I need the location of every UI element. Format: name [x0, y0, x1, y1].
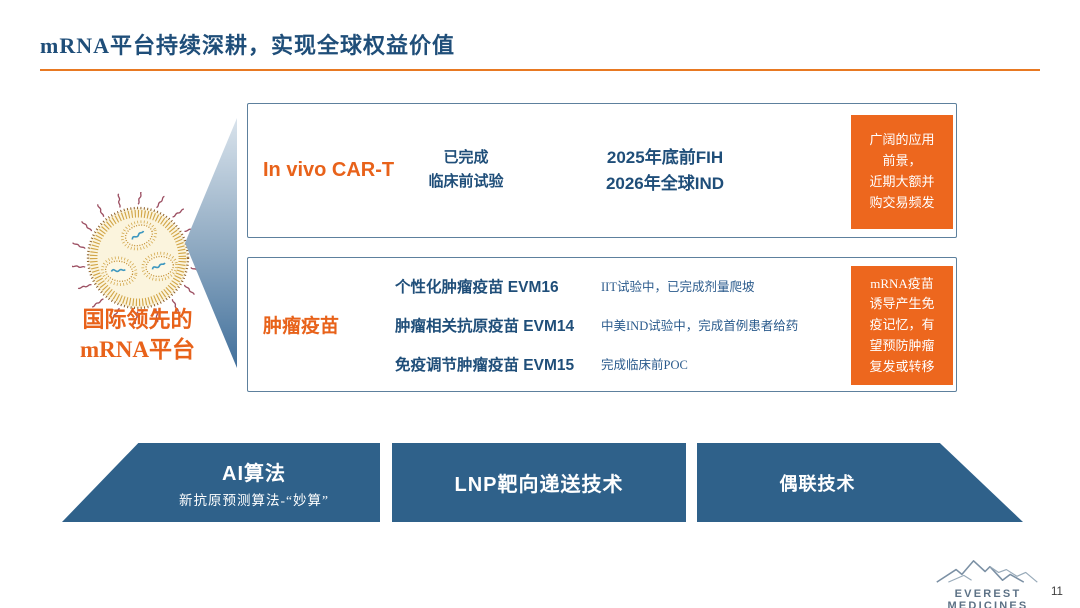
- vaccine-row-list: 个性化肿瘤疫苗 EVM16 IIT试验中，已完成剂量爬坡 肿瘤相关抗原疫苗 EV…: [395, 258, 845, 391]
- technology-banner: AI算法 新抗原预测算法-“妙算” LNP靶向递送技术 偶联技术: [0, 443, 1080, 522]
- tech-segment-lnp: LNP靶向递送技术: [392, 443, 686, 522]
- vaccine-status: IIT试验中，已完成剂量爬坡: [601, 280, 755, 294]
- tech-segment-ai: AI算法 新抗原预测算法-“妙算”: [62, 443, 380, 522]
- cart-panel-label: In vivo CAR-T: [263, 159, 395, 181]
- page-title: mRNA平台持续深耕，实现全球权益价值: [40, 28, 1040, 71]
- vaccine-panel: 肿瘤疫苗 个性化肿瘤疫苗 EVM16 IIT试验中，已完成剂量爬坡 肿瘤相关抗原…: [247, 257, 957, 392]
- platform-label-line1: 国际领先的: [82, 307, 193, 332]
- vaccine-panel-label: 肿瘤疫苗: [263, 316, 340, 337]
- vaccine-name: 个性化肿瘤疫苗 EVM16: [395, 278, 559, 296]
- tech-segment-conjugate: 偶联技术: [697, 443, 1023, 522]
- vaccine-name: 肿瘤相关抗原疫苗 EVM14: [395, 317, 575, 335]
- platform-label: 国际领先的 mRNA平台: [40, 306, 235, 364]
- cart-preclinical-status: 已完成 临床前试验: [428, 150, 504, 190]
- vaccine-status: 中美IND试验中，完成首例患者给药: [601, 319, 799, 333]
- brand-wordmark: EVEREST MEDICINES: [947, 588, 1029, 608]
- lnp-particle-icon: [72, 192, 204, 324]
- tech-segment-title: LNP靶向递送技术: [454, 474, 624, 496]
- vaccine-name: 免疫调节肿瘤疫苗 EVM15: [395, 356, 575, 374]
- platform-label-line2: mRNA平台: [80, 336, 195, 362]
- mountain-range-icon: [936, 560, 1038, 583]
- vaccine-row: 免疫调节肿瘤疫苗 EVM15 完成临床前POC: [395, 353, 845, 375]
- cart-highlight-box: 广阔的应用 前景， 近期大额并 购交易频发: [851, 115, 953, 229]
- vaccine-highlight-box: mRNA疫苗 诱导产生免 疫记忆，有 望预防肿瘤 复发或转移: [851, 266, 953, 385]
- vaccine-row: 个性化肿瘤疫苗 EVM16 IIT试验中，已完成剂量爬坡: [395, 275, 845, 297]
- tech-segment-title: AI算法: [222, 462, 286, 485]
- cart-panel: In vivo CAR-T 已完成 临床前试验 2025年底前FIH 2026年…: [247, 103, 957, 238]
- arrow-left-icon: [185, 118, 237, 368]
- tech-segment-title: 偶联技术: [779, 473, 856, 494]
- cart-milestones: 2025年底前FIH 2026年全球IND: [605, 148, 725, 193]
- vaccine-status: 完成临床前POC: [601, 358, 688, 372]
- tech-segment-subtitle: 新抗原预测算法-“妙算”: [179, 492, 329, 508]
- page-number: 11: [1051, 586, 1063, 598]
- vaccine-row: 肿瘤相关抗原疫苗 EVM14 中美IND试验中，完成首例患者给药: [395, 314, 845, 336]
